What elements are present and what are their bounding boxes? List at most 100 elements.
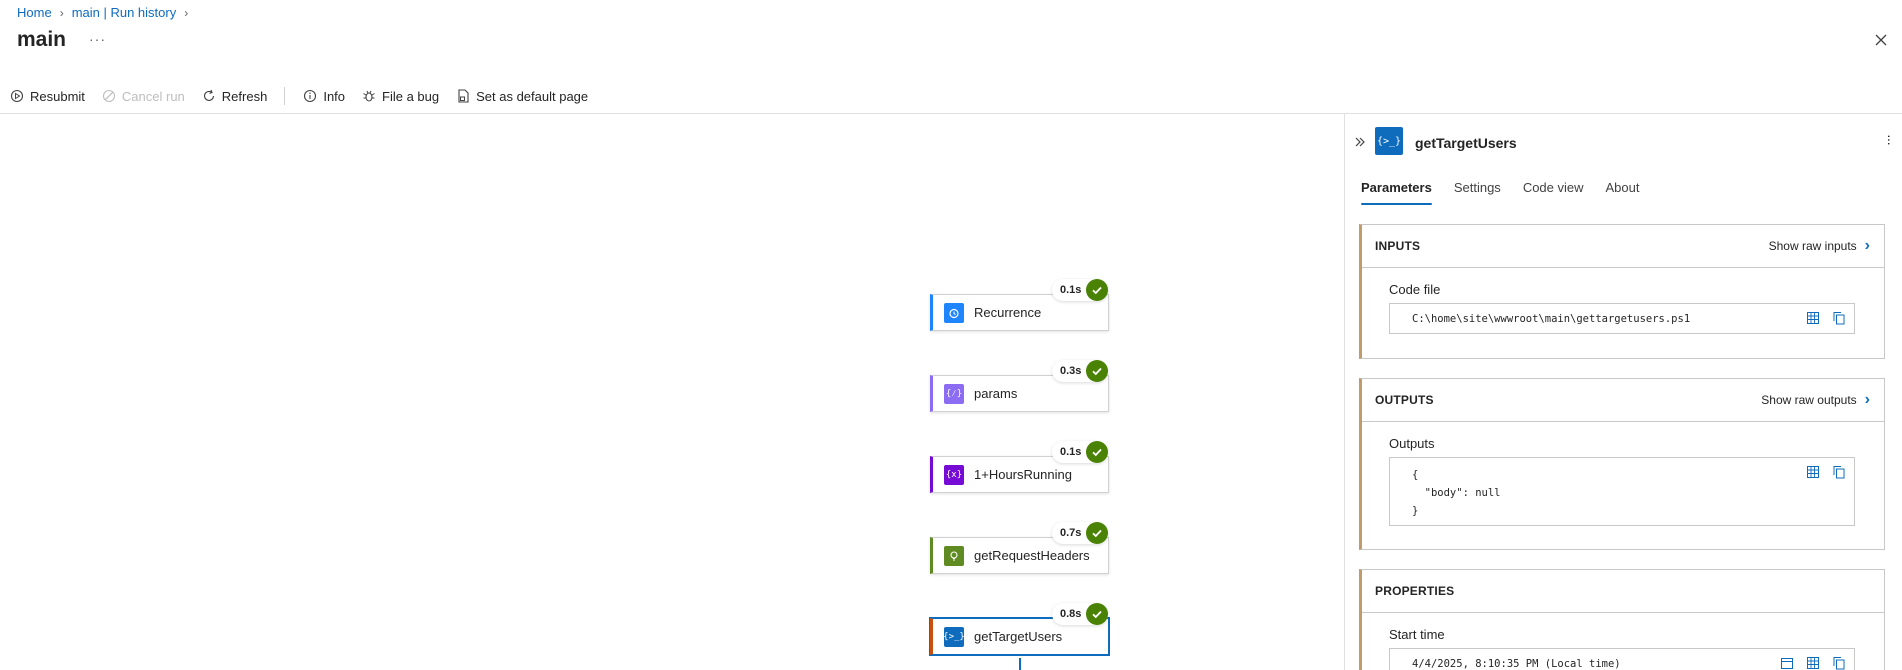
show-raw-inputs-label: Show raw inputs — [1768, 239, 1857, 253]
refresh-icon — [203, 89, 214, 101]
resubmit-icon — [10, 89, 24, 103]
code-icon: {⁄} — [944, 383, 964, 404]
show-raw-outputs-label: Show raw outputs — [1761, 393, 1857, 407]
panel-tabs: Parameters Settings Code view About — [1361, 180, 1662, 205]
tab-parameters[interactable]: Parameters — [1361, 180, 1432, 205]
connector-edge — [1019, 658, 1021, 670]
code-file-value-box: C:\home\site\wwwroot\main\gettargetusers… — [1389, 303, 1855, 334]
breadcrumb-home-link[interactable]: Home — [17, 5, 52, 20]
section-title: INPUTS — [1375, 239, 1421, 253]
chevron-right-icon: › — [1864, 391, 1870, 408]
title-row: main ··· — [17, 28, 106, 52]
outputs-section-header: OUTPUTS Show raw outputs › — [1362, 379, 1884, 422]
section-title: PROPERTIES — [1375, 584, 1455, 598]
node-label: 1+HoursRunning — [974, 467, 1072, 482]
info-label: Info — [323, 88, 346, 104]
duration-text: 0.1s — [1060, 284, 1082, 296]
cancel-run-label: Cancel run — [121, 88, 185, 104]
duration-badge: 0.1s — [1052, 441, 1109, 463]
success-check-icon — [1086, 522, 1109, 544]
success-check-icon — [1086, 279, 1109, 301]
chevron-right-icon: › — [1864, 237, 1870, 254]
outputs-value-box: { "body": null } — [1389, 457, 1855, 526]
cancel-run-button[interactable]: Cancel run — [102, 89, 185, 104]
success-check-icon — [1086, 603, 1109, 625]
duration-text: 0.1s — [1060, 446, 1082, 458]
table-view-icon[interactable] — [1806, 465, 1820, 479]
calendar-icon[interactable] — [1780, 656, 1794, 670]
tab-settings[interactable]: Settings — [1453, 180, 1501, 195]
duration-text: 0.3s — [1060, 365, 1082, 377]
collapse-panel-icon[interactable] — [1353, 135, 1367, 149]
start-time-value-box: 4/4/2025, 8:10:35 PM (Local time) — [1389, 648, 1855, 670]
table-view-icon[interactable] — [1806, 656, 1820, 670]
refresh-button[interactable]: Refresh — [202, 88, 268, 104]
workflow-canvas[interactable]: Recurrence 0.1s {⁄} params 0.3s {x} 1+Ho… — [0, 114, 1344, 670]
code-file-value: C:\home\site\wwwroot\main\gettargetusers… — [1412, 313, 1691, 325]
copy-icon[interactable] — [1832, 311, 1846, 325]
duration-badge: 0.7s — [1052, 522, 1109, 544]
value-actions — [1780, 656, 1846, 670]
duration-text: 0.7s — [1060, 527, 1082, 539]
breadcrumb: Home › main | Run history › — [17, 5, 196, 20]
table-view-icon[interactable] — [1806, 311, 1820, 325]
node-label: Recurrence — [974, 305, 1042, 320]
duration-badge: 0.3s — [1052, 360, 1109, 382]
panel-title: getTargetUsers — [1415, 135, 1517, 151]
node-label: getRequestHeaders — [974, 548, 1090, 563]
copy-icon[interactable] — [1832, 656, 1846, 670]
breadcrumb-run-history-link[interactable]: main | Run history — [71, 5, 177, 20]
page-title: main — [17, 28, 67, 51]
panel-more-options-button[interactable]: ··· — [1882, 134, 1898, 145]
chevron-right-icon: › — [59, 5, 64, 20]
info-button[interactable]: Info — [303, 89, 345, 104]
show-raw-outputs-link[interactable]: Show raw outputs › — [1761, 391, 1870, 409]
info-icon — [304, 89, 317, 103]
resubmit-button[interactable]: Resubmit — [10, 89, 85, 104]
file-bug-button[interactable]: File a bug — [362, 89, 439, 104]
details-panel: {>_} getTargetUsers ··· Parameters Setti… — [1344, 114, 1902, 670]
copy-icon[interactable] — [1832, 465, 1846, 479]
resubmit-label: Resubmit — [30, 88, 85, 104]
success-check-icon — [1086, 441, 1109, 463]
lightbulb-icon — [944, 545, 964, 566]
inputs-section: INPUTS Show raw inputs › Code file C:\ho… — [1359, 224, 1885, 359]
properties-section: PROPERTIES Start time 4/4/2025, 8:10:35 … — [1359, 569, 1885, 670]
duration-badge: 0.1s — [1052, 279, 1109, 301]
cancel-icon — [102, 89, 115, 103]
properties-section-header: PROPERTIES — [1362, 570, 1884, 613]
value-actions — [1806, 311, 1846, 325]
duration-badge: 0.8s — [1052, 603, 1109, 625]
section-title: OUTPUTS — [1375, 393, 1434, 407]
workflow-node-get-request-headers[interactable]: getRequestHeaders — [930, 537, 1109, 574]
duration-text: 0.8s — [1060, 608, 1082, 620]
powershell-icon: {>_} — [1375, 127, 1403, 155]
success-check-icon — [1086, 360, 1109, 382]
chevron-right-icon: › — [184, 5, 189, 20]
outputs-label: Outputs — [1389, 436, 1435, 451]
code-file-label: Code file — [1389, 282, 1441, 297]
tab-about[interactable]: About — [1605, 180, 1640, 195]
start-time-label: Start time — [1389, 627, 1445, 642]
outputs-section: OUTPUTS Show raw outputs › Outputs { "bo… — [1359, 378, 1885, 550]
clock-icon — [944, 302, 964, 323]
toolbar: Resubmit Cancel run Refresh Info File a … — [10, 86, 605, 106]
start-time-value: 4/4/2025, 8:10:35 PM (Local time) — [1412, 658, 1621, 670]
toolbar-divider — [284, 87, 286, 105]
set-default-page-button[interactable]: Set as default page — [456, 89, 588, 104]
inputs-section-header: INPUTS Show raw inputs › — [1362, 225, 1884, 268]
set-default-page-label: Set as default page — [476, 88, 589, 104]
toolbar-divider-line — [0, 113, 1902, 114]
refresh-label: Refresh — [221, 88, 268, 104]
node-label: params — [974, 386, 1018, 401]
show-raw-inputs-link[interactable]: Show raw inputs › — [1769, 237, 1870, 255]
tab-code-view[interactable]: Code view — [1522, 180, 1584, 195]
bug-icon — [363, 90, 375, 102]
powershell-icon: {>_} — [943, 626, 965, 647]
more-options-button[interactable]: ··· — [89, 30, 107, 47]
outputs-value: { "body": null } — [1412, 469, 1501, 517]
value-actions — [1806, 465, 1846, 479]
node-label: getTargetUsers — [974, 629, 1063, 644]
close-icon[interactable] — [1873, 32, 1889, 48]
file-bug-label: File a bug — [382, 88, 440, 104]
